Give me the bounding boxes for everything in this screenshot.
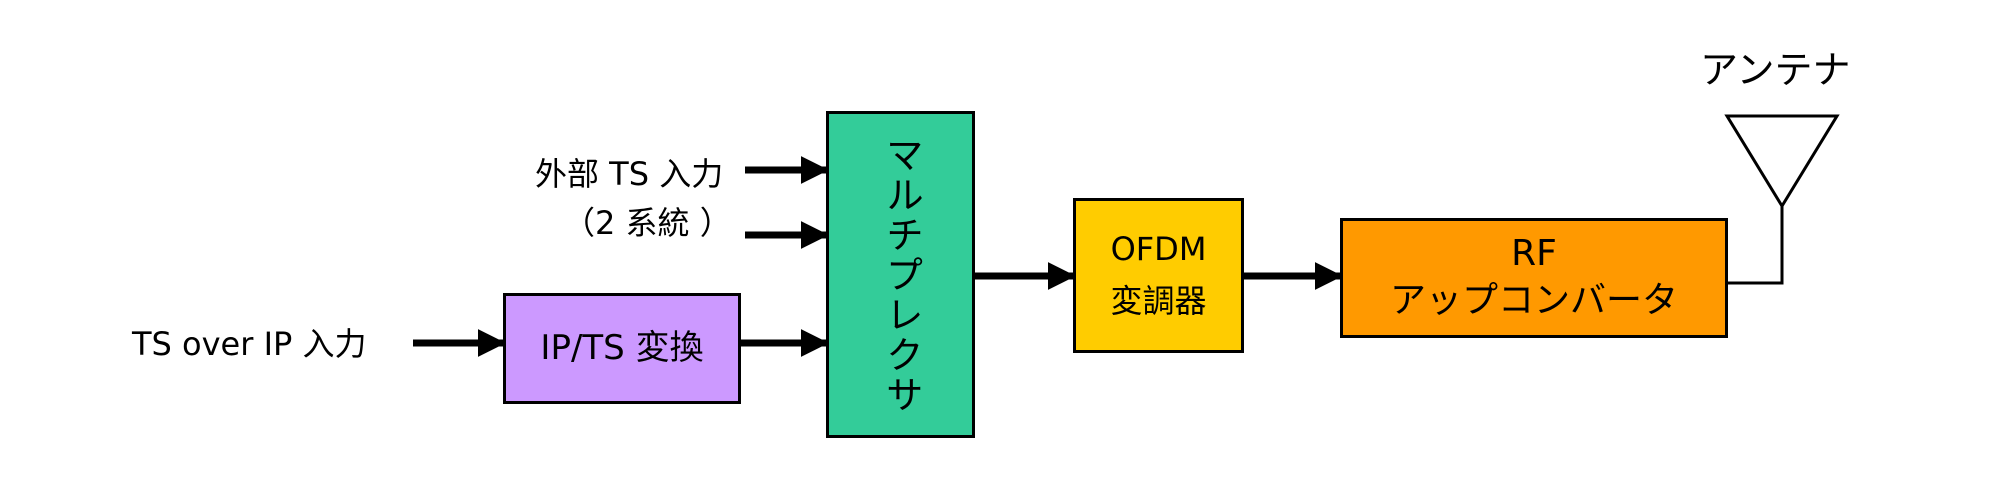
ip-ts-converter-label: IP/TS 変換 bbox=[540, 328, 704, 369]
ts-over-ip-input-label: TS over IP 入力 bbox=[132, 325, 367, 363]
rf-upconverter-label-line1: RF bbox=[1511, 233, 1557, 275]
ofdm-modulator-label-line2: 変調器 bbox=[1110, 281, 1207, 320]
ofdm-modulator-label-line1: OFDM bbox=[1110, 230, 1207, 269]
multiplexer-label: マルチプレクサ bbox=[879, 134, 924, 415]
antenna-label: アンテナ bbox=[1700, 48, 1851, 92]
rf-upconverter-label-line2: アップコンバータ bbox=[1389, 280, 1678, 321]
rf-upconverter-block: RF アップコンバータ bbox=[1340, 218, 1728, 338]
external-ts-input-label: 外部 TS 入力 bbox=[535, 155, 724, 193]
ip-ts-converter-block: IP/TS 変換 bbox=[503, 293, 741, 404]
antenna-feed-line bbox=[1728, 206, 1784, 285]
multiplexer-block: マルチプレクサ bbox=[826, 111, 975, 438]
ofdm-modulator-block: OFDM 変調器 bbox=[1073, 198, 1244, 353]
antenna-icon bbox=[1724, 114, 1840, 209]
external-ts-input-sublabel: （2 系統 ） bbox=[563, 204, 732, 242]
